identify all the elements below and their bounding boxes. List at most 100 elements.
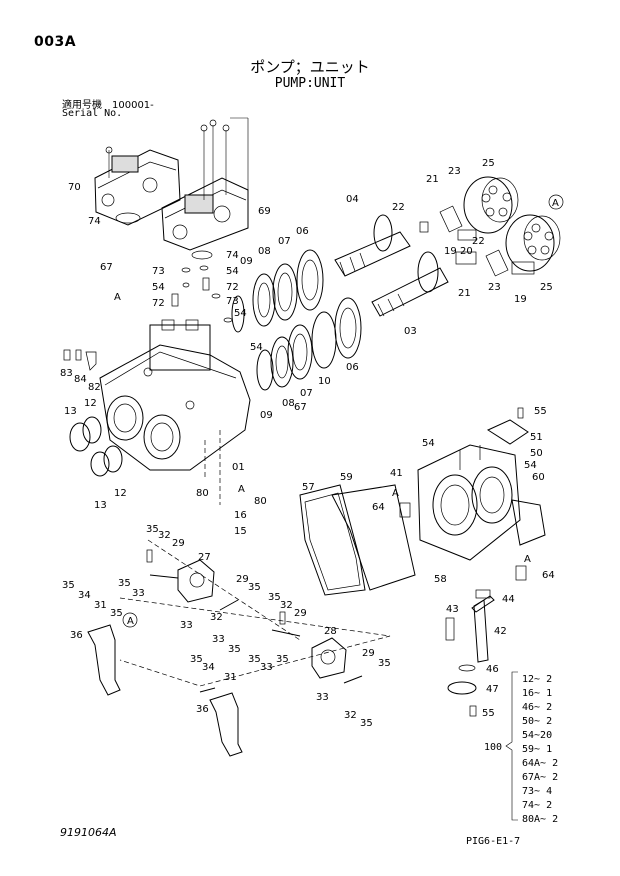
seal-rings-12-13: [69, 416, 123, 477]
lever-arm-31-upper: [87, 624, 121, 696]
callout-35: 35: [146, 524, 159, 535]
callout-67: 67: [100, 262, 113, 273]
kit-list: 100 12~ 2 16~ 1 46~ 2 50~ 2 54~20 59~ 1 …: [484, 674, 558, 825]
kit-item: 12~ 2: [522, 674, 552, 685]
callout-09: 09: [260, 410, 273, 421]
callout-34: 34: [78, 590, 91, 601]
bearing-set-lower: [256, 297, 362, 391]
callout-73: 73: [226, 296, 239, 307]
small-parts-72-73-54: [171, 265, 233, 323]
callout-04: 04: [346, 194, 359, 205]
callout-59: 59: [340, 472, 353, 483]
reference-a-circle-lower: [122, 612, 138, 628]
callout-a: A: [238, 484, 245, 495]
kit-item: 64A~ 2: [522, 758, 558, 769]
drive-shaft-04: [334, 214, 411, 277]
callout-29: 29: [294, 608, 307, 619]
callout-83: 83: [60, 368, 73, 379]
fitting-64: [399, 502, 527, 581]
callout-31: 31: [224, 672, 237, 683]
callout-55: 55: [534, 406, 547, 417]
callout-03: 03: [404, 326, 417, 337]
callout-54: 54: [152, 282, 165, 293]
reference-a-circle: [548, 194, 564, 210]
callout-06: 06: [346, 362, 359, 373]
callout-70: 70: [68, 182, 81, 193]
callout-23: 23: [448, 166, 461, 177]
callout-a: A: [524, 554, 531, 565]
serial-label-japanese: 適用号機 100001-: [62, 100, 154, 111]
callout-28: 28: [324, 626, 337, 637]
callout-15: 15: [234, 526, 247, 537]
callout-22: 22: [472, 236, 485, 247]
callout-64: 64: [542, 570, 555, 581]
callout-a: A: [552, 198, 559, 209]
callout-29: 29: [236, 574, 249, 585]
bearing-set-upper: [231, 249, 324, 333]
callout-35: 35: [228, 644, 241, 655]
page-title-japanese: ポンプ；ユニット: [250, 58, 370, 76]
callout-13: 13: [94, 500, 107, 511]
drawing-number: 9191064A: [60, 826, 117, 839]
callout-35: 35: [248, 654, 261, 665]
callout-33: 33: [132, 588, 145, 599]
callout-35: 35: [118, 578, 131, 589]
callout-73: 73: [152, 266, 165, 277]
cover-51: [486, 407, 529, 445]
callout-08: 08: [282, 398, 295, 409]
callout-06: 06: [296, 226, 309, 237]
pump-casing-01: [99, 319, 251, 505]
kit-item: 54~20: [522, 730, 552, 741]
callout-31: 31: [94, 600, 107, 611]
callout-47: 47: [486, 684, 499, 695]
kit-item: 46~ 2: [522, 702, 552, 713]
callout-69: 69: [258, 206, 271, 217]
callout-72: 72: [152, 298, 165, 309]
callout-12: 12: [114, 488, 127, 499]
callout-33: 33: [212, 634, 225, 645]
pipe-42: [471, 589, 495, 663]
callout-46: 46: [486, 664, 499, 675]
callout-29: 29: [362, 648, 375, 659]
page-reference: PIG6-E1-7: [466, 836, 521, 847]
callout-33: 33: [260, 662, 273, 673]
callout-27: 27: [198, 552, 211, 563]
callout-57: 57: [302, 482, 315, 493]
callout-54: 54: [524, 460, 537, 471]
callout-10: 10: [318, 376, 331, 387]
callout-82: 82: [88, 382, 101, 393]
callout-a: A: [127, 616, 134, 627]
callout-32: 32: [158, 530, 171, 541]
gasket-57-59: [299, 484, 416, 596]
callout-09: 09: [240, 256, 253, 267]
fittings-82-83-84: [63, 349, 97, 371]
callout-a: A: [114, 292, 121, 303]
cylinder-block-lower-25: [505, 214, 561, 272]
servo-27: [177, 559, 215, 603]
callout-35: 35: [360, 718, 373, 729]
callout-41: 41: [390, 468, 403, 479]
callout-42: 42: [494, 626, 507, 637]
callout-25: 25: [540, 282, 553, 293]
callout-80: 80: [254, 496, 267, 507]
callout-35: 35: [276, 654, 289, 665]
kit-item: 50~ 2: [522, 716, 552, 727]
pistons-springs: [419, 205, 535, 277]
callout-35: 35: [268, 592, 281, 603]
callout-43: 43: [446, 604, 459, 615]
callout-72: 72: [226, 282, 239, 293]
callout-33: 33: [316, 692, 329, 703]
callout-25: 25: [482, 158, 495, 169]
callout-32: 32: [280, 600, 293, 611]
callout-64: 64: [372, 502, 385, 513]
callout-34: 34: [202, 662, 215, 673]
callout-80: 80: [196, 488, 209, 499]
kit-item: 74~ 2: [522, 800, 552, 811]
callout-58: 58: [434, 574, 447, 585]
callout-32: 32: [344, 710, 357, 721]
kit-number: 100: [484, 742, 502, 753]
regulator-assembly-left: [94, 146, 181, 226]
callout-35: 35: [190, 654, 203, 665]
kit-item: 80A~ 2: [522, 814, 558, 825]
